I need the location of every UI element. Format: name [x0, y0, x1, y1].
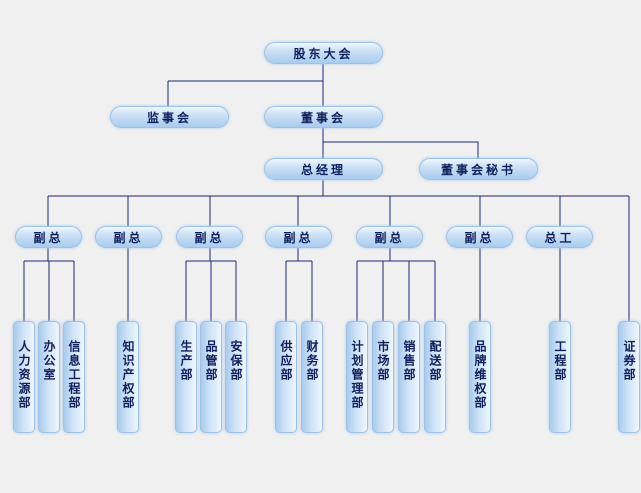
node-dept-production: 生产部 [175, 321, 197, 433]
node-board-of-directors: 董事会 [264, 106, 383, 128]
node-board-secretary: 董事会秘书 [419, 158, 538, 180]
node-vice-president-2: 副总 [95, 226, 162, 248]
node-dept-market: 市场部 [372, 321, 394, 433]
node-vice-president-6: 副总 [446, 226, 513, 248]
node-dept-supply: 供应部 [275, 321, 297, 433]
node-dept-brand-protection: 品牌维权部 [469, 321, 491, 433]
node-vice-president-1: 副总 [15, 226, 82, 248]
node-board-of-supervisors: 监事会 [110, 106, 229, 128]
node-dept-it: 信息工程部 [63, 321, 85, 433]
node-vice-president-5: 副总 [356, 226, 423, 248]
node-dept-sales: 销售部 [398, 321, 420, 433]
node-vice-president-4: 副总 [265, 226, 332, 248]
node-vice-president-3: 副总 [176, 226, 243, 248]
node-dept-security: 安保部 [225, 321, 247, 433]
node-chief-engineer: 总工 [526, 226, 593, 248]
node-dept-delivery: 配送部 [424, 321, 446, 433]
node-dept-planning: 计划管理部 [346, 321, 368, 433]
node-dept-finance: 财务部 [301, 321, 323, 433]
node-dept-hr: 人力资源部 [13, 321, 35, 433]
node-dept-engineering: 工程部 [549, 321, 571, 433]
node-dept-office: 办公室 [38, 321, 60, 433]
node-general-manager: 总经理 [264, 158, 383, 180]
node-dept-securities: 证券部 [618, 321, 640, 433]
node-dept-ip: 知识产权部 [117, 321, 139, 433]
node-shareholders-meeting: 股东大会 [264, 42, 383, 64]
node-dept-quality: 品管部 [200, 321, 222, 433]
